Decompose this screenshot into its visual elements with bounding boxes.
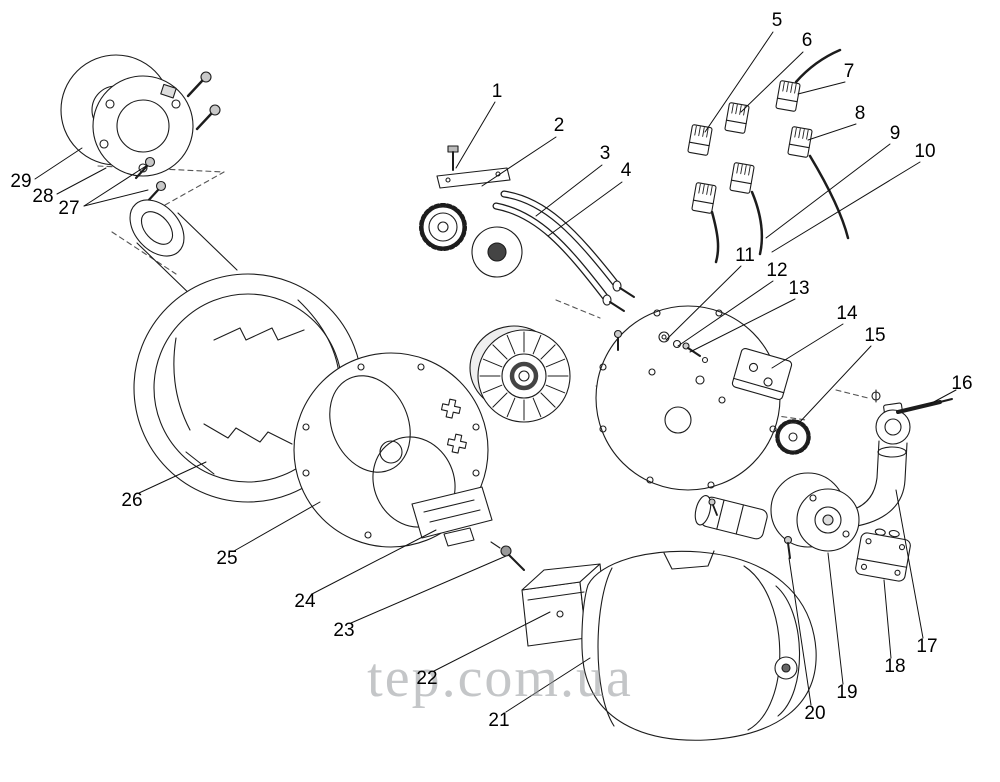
pressure-switch-group bbox=[855, 528, 911, 582]
part-label-14: 14 bbox=[836, 303, 858, 324]
fan-wheel-group bbox=[469, 325, 571, 423]
part-label-17: 17 bbox=[916, 636, 938, 657]
part-label-22: 22 bbox=[416, 668, 438, 689]
part-label-4: 4 bbox=[620, 160, 632, 181]
mounting-flange-group bbox=[60, 54, 221, 204]
part-label-26: 26 bbox=[121, 490, 143, 511]
part-label-21: 21 bbox=[488, 710, 510, 731]
small-screws-group bbox=[613, 329, 718, 516]
part-label-5: 5 bbox=[771, 10, 783, 31]
connector-icon bbox=[687, 124, 713, 156]
air-damper-group bbox=[411, 486, 493, 547]
pump-group bbox=[694, 495, 793, 559]
plug-connectors-group bbox=[687, 48, 850, 264]
cable-clip-group bbox=[490, 541, 525, 571]
screw-icon bbox=[134, 71, 221, 204]
part-label-25: 25 bbox=[216, 548, 238, 569]
part-label-13: 13 bbox=[788, 278, 810, 299]
part-label-12: 12 bbox=[766, 260, 788, 281]
part-label-24: 24 bbox=[294, 591, 316, 612]
part-label-29: 29 bbox=[10, 171, 32, 192]
part-label-27: 27 bbox=[58, 198, 80, 219]
connector-icon bbox=[691, 182, 717, 214]
part-label-2: 2 bbox=[553, 115, 565, 136]
adjustment-wheel-group bbox=[775, 419, 811, 455]
part-label-9: 9 bbox=[889, 123, 901, 144]
part-label-16: 16 bbox=[951, 373, 973, 394]
connector-icon bbox=[787, 126, 813, 158]
part-label-23: 23 bbox=[333, 620, 355, 641]
mounting-plate-group bbox=[595, 305, 781, 491]
part-label-20: 20 bbox=[804, 703, 826, 724]
motor-group bbox=[770, 472, 860, 552]
part-label-3: 3 bbox=[599, 143, 611, 164]
leader-lines bbox=[34, 31, 957, 713]
ignition-electrode-group bbox=[419, 145, 635, 312]
part-label-28: 28 bbox=[32, 186, 54, 207]
part-label-6: 6 bbox=[801, 30, 813, 51]
part-label-1: 1 bbox=[491, 81, 503, 102]
part-label-7: 7 bbox=[843, 61, 855, 82]
part-label-8: 8 bbox=[854, 103, 866, 124]
part-label-10: 10 bbox=[914, 141, 936, 162]
part-label-19: 19 bbox=[836, 682, 858, 703]
part-label-11: 11 bbox=[735, 245, 755, 266]
control-box-group bbox=[731, 348, 793, 400]
rod-group bbox=[871, 389, 953, 414]
part-label-15: 15 bbox=[864, 325, 886, 346]
part-label-18: 18 bbox=[884, 656, 906, 677]
housing-cover-group bbox=[581, 550, 817, 741]
connector-icon bbox=[729, 162, 755, 194]
connector-icon bbox=[775, 80, 801, 112]
